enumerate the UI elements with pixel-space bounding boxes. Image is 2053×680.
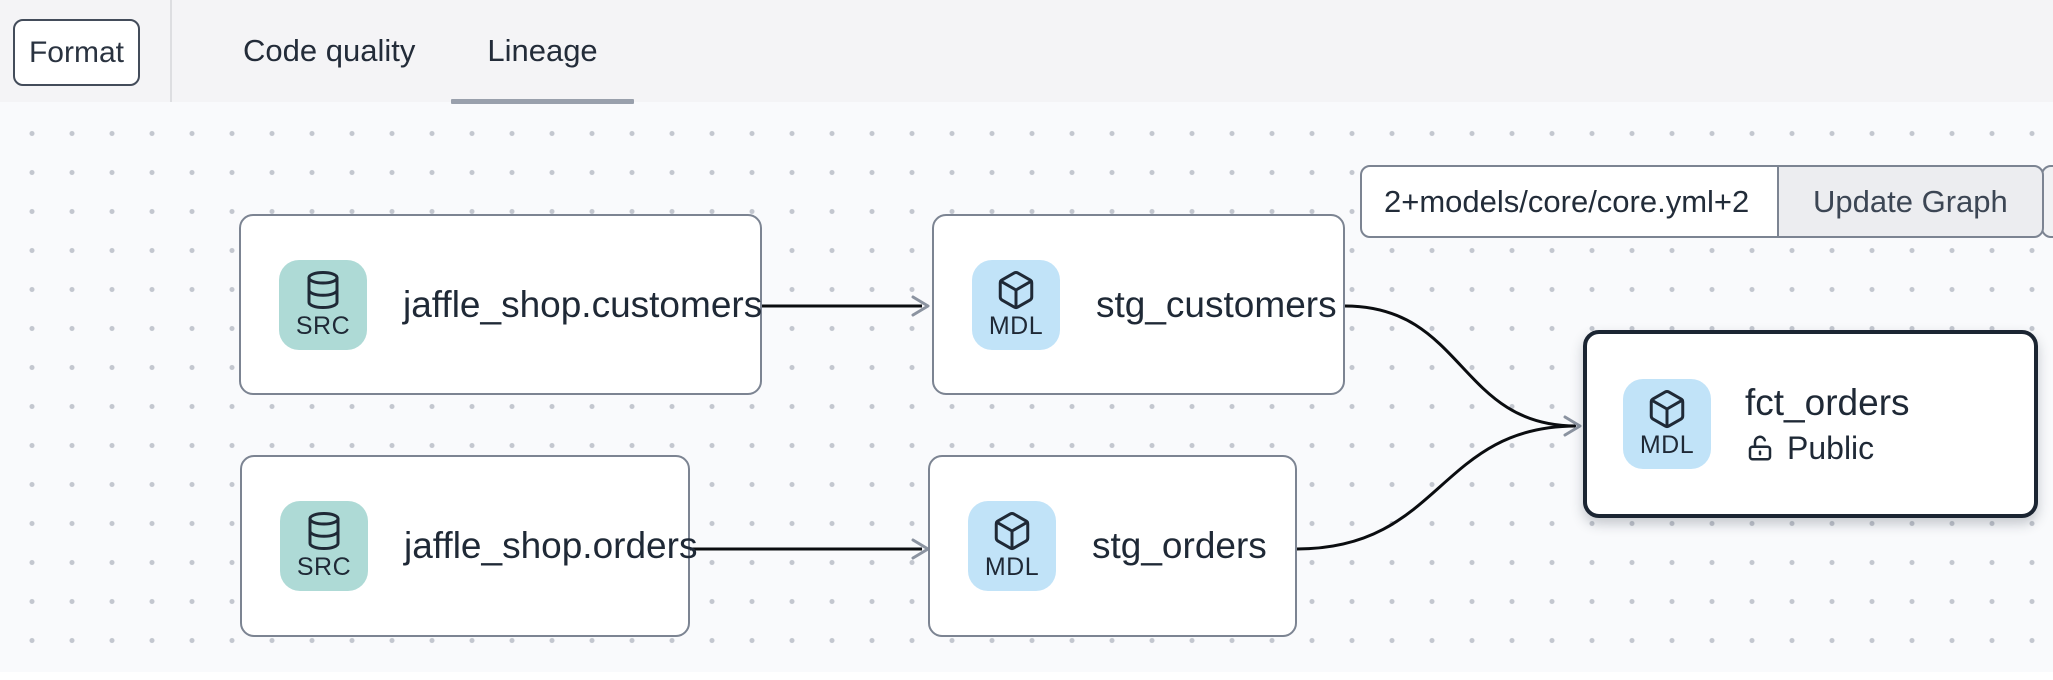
database-icon	[307, 270, 339, 309]
tab-lineage-label: Lineage	[487, 33, 598, 68]
tab-lineage[interactable]: Lineage	[451, 0, 634, 104]
node-jaffle-shop-customers[interactable]: SRC jaffle_shop.customers	[239, 214, 762, 395]
node-stg-customers[interactable]: MDL stg_customers	[932, 214, 1345, 395]
node-label: jaffle_shop.orders	[404, 525, 698, 566]
node-type-label: SRC	[296, 553, 352, 581]
node-jaffle-shop-orders[interactable]: SRC jaffle_shop.orders	[240, 455, 697, 637]
arrowhead-icon	[911, 295, 930, 317]
node-label: stg_orders	[1092, 525, 1267, 566]
active-tab-indicator	[451, 99, 634, 104]
panel-tabs: Code quality Lineage	[207, 0, 634, 104]
cube-icon	[998, 270, 1034, 309]
node-type-label: MDL	[1639, 431, 1695, 459]
editor-toolbar: Format Code quality Lineage	[0, 0, 2053, 104]
model-badge: MDL	[972, 259, 1060, 350]
edge-stgorders-to-fct	[1296, 424, 1577, 551]
source-badge: SRC	[279, 259, 367, 350]
lineage-selector-group: Update Graph	[1360, 165, 2044, 238]
database-icon	[308, 512, 340, 550]
node-text-block: fct_orders Public	[1745, 382, 1910, 467]
node-label: jaffle_shop.customers	[403, 283, 763, 325]
edge-stgcustomers-to-fct	[1344, 304, 1577, 428]
lineage-canvas[interactable]: SRC jaffle_shop.customers MDL stg_custom…	[0, 102, 2053, 680]
model-badge: MDL	[1623, 379, 1711, 469]
cube-icon	[1649, 390, 1685, 429]
tab-code-quality[interactable]: Code quality	[207, 0, 451, 102]
node-type-label: MDL	[984, 553, 1040, 581]
arrowhead-icon	[1563, 415, 1582, 437]
access-label: Public	[1787, 429, 1875, 466]
update-graph-button[interactable]: Update Graph	[1777, 165, 2044, 238]
node-type-label: MDL	[988, 311, 1044, 340]
unlock-icon	[1748, 435, 1772, 461]
node-label: fct_orders	[1745, 381, 1910, 423]
panel-bottom-edge	[0, 672, 2053, 680]
tab-code-quality-label: Code quality	[243, 33, 416, 68]
source-badge: SRC	[280, 501, 368, 591]
node-type-label: SRC	[295, 311, 351, 340]
node-stg-orders[interactable]: MDL stg_orders	[928, 455, 1297, 637]
cube-icon	[994, 512, 1030, 551]
toolbar-divider	[170, 0, 172, 102]
node-label: stg_customers	[1096, 283, 1337, 325]
arrowhead-icon	[911, 538, 930, 560]
selector-input[interactable]	[1360, 165, 1779, 238]
node-fct-orders[interactable]: MDL fct_orders Public	[1583, 330, 2038, 518]
format-button[interactable]: Format	[13, 19, 140, 86]
access-row: Public	[1745, 430, 1910, 467]
model-badge: MDL	[968, 501, 1056, 591]
